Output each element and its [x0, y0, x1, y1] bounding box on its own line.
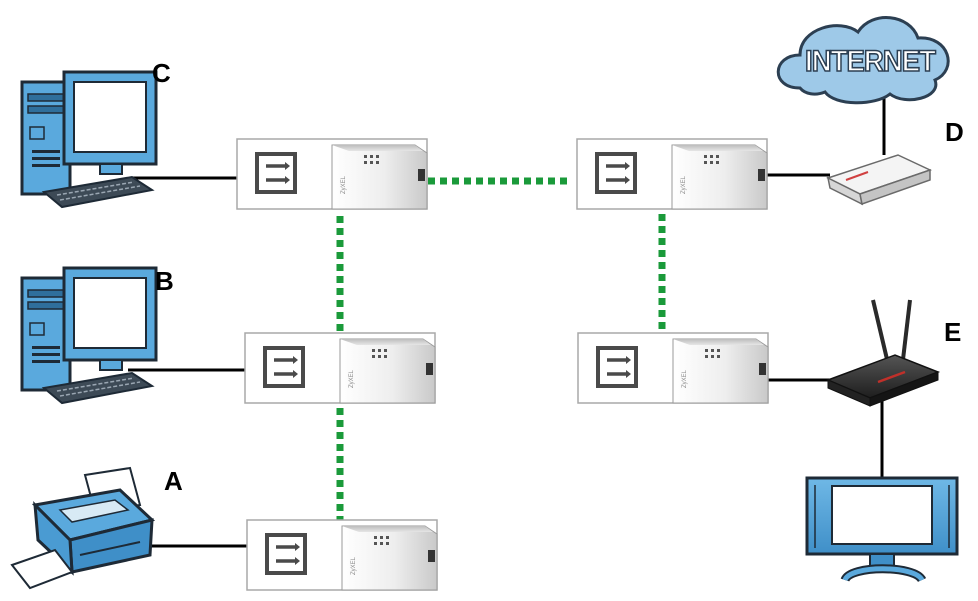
powerline-adapter-icon — [235, 137, 429, 211]
adapter-brand: ZyXEL — [349, 369, 355, 388]
television-icon — [805, 476, 959, 584]
powerline-adapter-icon — [245, 518, 439, 592]
internet-label: INTERNET — [805, 45, 936, 78]
powerline-adapter-icon — [575, 137, 769, 211]
internet-cloud-icon: INTERNET — [776, 16, 950, 105]
powerline-adapter-icon — [576, 331, 770, 405]
adapter-brand: ZyXEL — [341, 175, 347, 194]
powerline-links — [336, 177, 666, 520]
label-d: D — [945, 117, 964, 147]
label-e: E — [944, 317, 961, 347]
label-c: C — [152, 58, 171, 88]
printer-icon — [10, 466, 156, 590]
label-a: A — [164, 466, 183, 496]
desktop-computer-icon — [20, 70, 158, 209]
label-b: B — [155, 266, 174, 296]
adapter-brand: ZyXEL — [682, 369, 688, 388]
adapter-brand: ZyXEL — [681, 175, 687, 194]
wireless-router-icon — [825, 299, 941, 407]
desktop-computer-icon — [20, 266, 158, 405]
adapter-brand: ZyXEL — [351, 556, 357, 575]
powerline-adapter-icon — [243, 331, 437, 405]
modem-icon — [826, 154, 932, 206]
